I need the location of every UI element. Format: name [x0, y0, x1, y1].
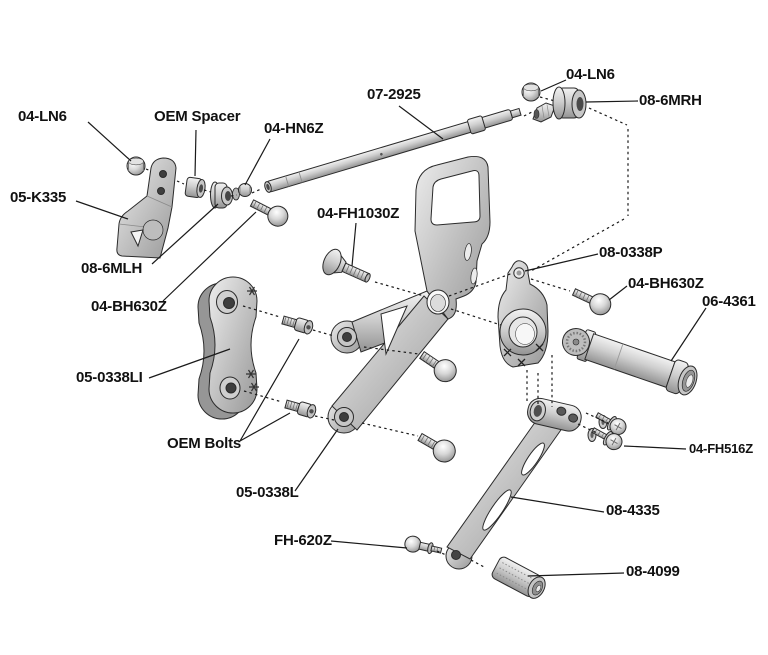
part-label-oem-bolts: OEM Bolts	[167, 435, 242, 452]
part-07-2925-rod	[264, 107, 522, 193]
part-04-LN6-nut-left	[126, 156, 146, 176]
part-label-04-ln6-top-right: 04-LN6	[566, 66, 615, 83]
part-label-08-4099: 08-4099	[626, 563, 680, 580]
part-label-oem-spacer: OEM Spacer	[154, 108, 241, 125]
part-rod-end-cone	[532, 102, 556, 123]
part-label-06-4361: 06-4361	[702, 293, 756, 310]
part-oem-bolt-2	[284, 399, 317, 419]
part-oem-bolt-1	[281, 315, 314, 335]
part-ball-bolt-upper	[419, 350, 457, 383]
heel-x-marks	[503, 343, 544, 367]
part-08-6MLH-bearing	[210, 181, 240, 209]
part-05-K335-bracket	[116, 157, 177, 259]
part-FH-620Z-bolt	[404, 535, 443, 555]
part-label-05-0338l: 05-0338L	[236, 484, 299, 501]
part-label-04-fh1030z: 04-FH1030Z	[317, 205, 400, 222]
part-04-FH1030Z-bolt	[322, 248, 371, 283]
label-leader-lines	[75, 79, 707, 577]
part-label-08-6mrh: 08-6MRH	[639, 92, 702, 109]
part-label-08-0338p: 08-0338P	[599, 244, 663, 261]
part-label-08-6mlh: 08-6MLH	[81, 260, 143, 277]
part-08-4335-lever	[445, 397, 582, 570]
part-05-0338LI-plate	[197, 276, 259, 420]
part-label-04-hn6z: 04-HN6Z	[264, 120, 324, 137]
part-08-0338P-heel-bracket	[497, 260, 549, 368]
part-05-0338L-plate	[327, 156, 491, 434]
part-label-fh-620z: FH-620Z	[274, 532, 332, 549]
part-label-04-bh630z-right: 04-BH630Z	[628, 275, 704, 292]
part-04-HN6Z-nut	[238, 183, 252, 197]
part-label-04-fh516z: 04-FH516Z	[689, 441, 753, 456]
part-04-FH516Z-bolts	[587, 412, 627, 451]
part-label-04-ln6-top-left: 04-LN6	[18, 108, 67, 125]
adjustment-star-marks	[246, 286, 259, 392]
part-ball-bolt-lower	[417, 432, 456, 463]
part-label-04-bh630z-left: 04-BH630Z	[91, 298, 167, 315]
part-06-4361-footpeg	[562, 328, 698, 396]
parts-layer	[116, 82, 698, 599]
part-oem-spacer	[184, 176, 206, 198]
part-08-4099-toe-peg	[491, 556, 546, 599]
part-08-6MRH-bearing	[552, 86, 587, 120]
part-04-BH630Z-bolt-right	[571, 288, 612, 316]
part-04-BH630Z-bolt-left	[249, 199, 289, 227]
part-label-07-2925: 07-2925	[367, 86, 421, 103]
part-label-05-0338li: 05-0338LI	[76, 369, 143, 386]
part-label-08-4335: 08-4335	[606, 502, 660, 519]
part-04-LN6-nut-right	[521, 82, 541, 102]
part-label-05-k335: 05-K335	[10, 189, 67, 206]
alignment-dashes	[145, 96, 629, 569]
